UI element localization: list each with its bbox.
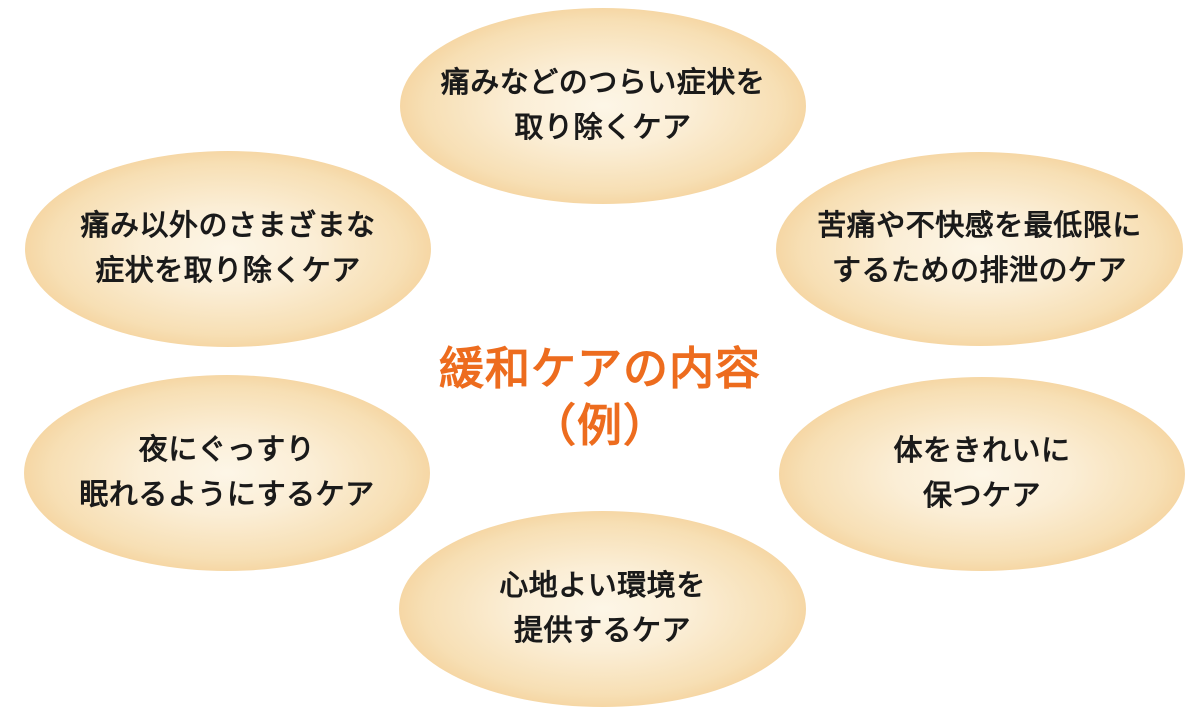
diagram-title: 緩和ケアの内容 （例） — [0, 340, 1200, 454]
ellipse-lower-left: 夜にぐっすり 眠れるようにするケア — [24, 375, 430, 571]
ellipse-bottom-center: 心地よい環境を 提供するケア — [399, 511, 806, 707]
ellipse-text-line: 痛みなどのつらい症状を — [440, 67, 766, 99]
ellipse-text-line: 痛み以外のさまざまな — [80, 210, 376, 242]
ellipse-text-line: 苦痛や不快感を最低限に — [817, 210, 1142, 242]
ellipse-lower-right: 体をきれいに 保つケア — [779, 377, 1185, 571]
diagram-title-line2: （例） — [530, 400, 669, 451]
diagram-title-line1: 緩和ケアの内容 — [438, 343, 761, 394]
ellipse-upper-right: 苦痛や不快感を最低限に するための排泄のケア — [776, 152, 1183, 346]
ellipse-text-line: 夜にぐっすり — [138, 434, 316, 466]
ellipse-text-line: 症状を取り除くケア — [95, 255, 361, 287]
ellipse-text-line: するための排泄のケア — [831, 255, 1127, 287]
ellipse-text-line: 取り除くケア — [514, 112, 692, 144]
ellipse-text-line: 心地よい環境を — [499, 570, 706, 602]
ellipse-top-center: 痛みなどのつらい症状を 取り除くケア — [400, 8, 806, 204]
ellipse-text-line: 眠れるようにするケア — [79, 479, 375, 511]
ellipse-text-line: 保つケア — [922, 480, 1041, 512]
ellipse-upper-left: 痛み以外のさまざまな 症状を取り除くケア — [25, 151, 431, 347]
ellipse-text-line: 提供するケア — [513, 615, 691, 647]
ellipse-text-line: 体をきれいに — [893, 435, 1071, 467]
